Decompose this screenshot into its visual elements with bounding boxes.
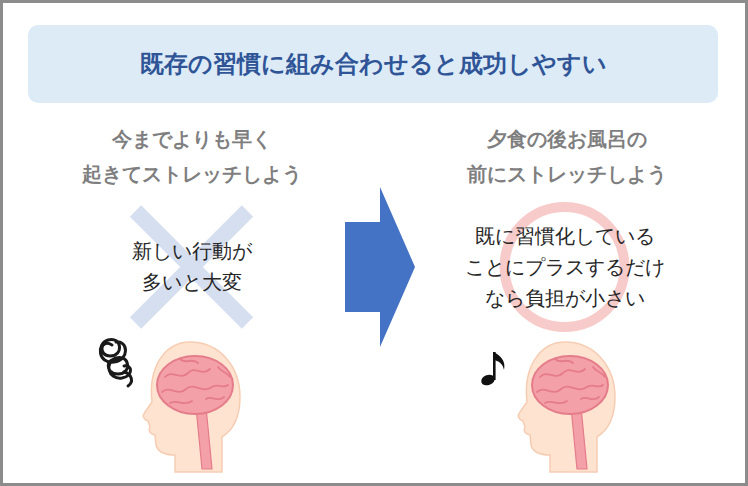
confusion-scribble <box>100 339 131 386</box>
left-brain-head <box>143 342 240 472</box>
panel-heading: 今までよりも早く 起きてストレッチしよう <box>42 122 342 192</box>
comparison-panel: 今までよりも早く 起きてストレッチしよう新しい行動が 多いと大変 <box>40 122 343 342</box>
title-text: 既存の習慣に組み合わせると成功しやすい <box>140 48 607 80</box>
comparison-panel: 夕食の後お風呂の 前にストレッチしよう既に習慣化している ことにプラスするだけ … <box>417 122 712 342</box>
right-brain-head <box>518 342 615 472</box>
panel-body-text: 新しい行動が 多いと大変 <box>107 236 277 298</box>
panel-heading: 夕食の後お風呂の 前にストレッチしよう <box>417 122 717 192</box>
block-arrow <box>345 187 415 347</box>
panel-body-text: 既に習慣化している ことにプラスするだけ なら負担が小さい <box>454 221 676 314</box>
music-note <box>480 352 505 387</box>
title-band: 既存の習慣に組み合わせると成功しやすい <box>28 25 718 103</box>
panel-body-area: 新しい行動が 多いと大変 <box>40 192 343 342</box>
cross-mark <box>40 192 343 342</box>
panel-body-area: 既に習慣化している ことにプラスするだけ なら負担が小さい <box>417 192 712 342</box>
